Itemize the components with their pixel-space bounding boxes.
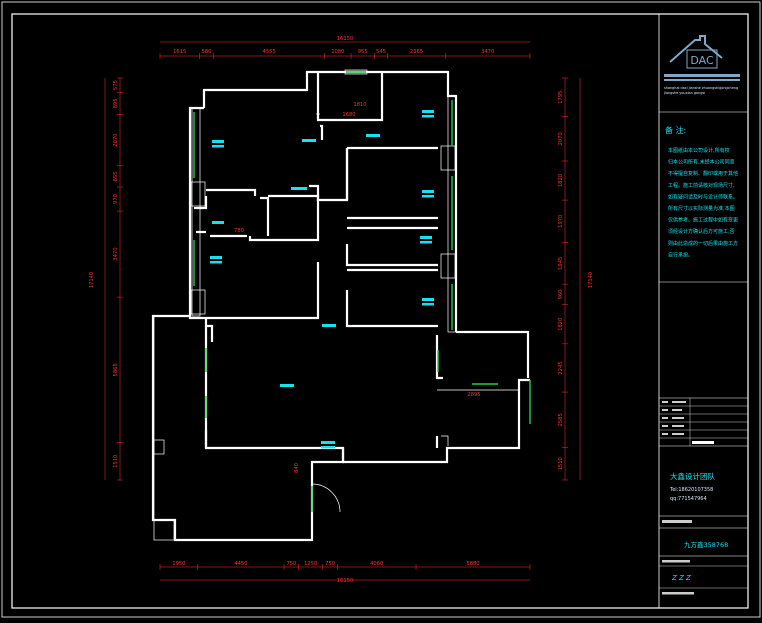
room-label-bedroom-2: [422, 190, 434, 193]
dim-top-seg-3: 1080: [331, 49, 344, 55]
dim-bottom-seg-1: 4450: [234, 561, 247, 567]
dim-right-seg-8: 2585: [558, 413, 564, 426]
dim-left-seg-7: 1510: [113, 455, 119, 468]
room-label-bath: [291, 187, 307, 190]
company-line-1: shanghai dacl jianshe zhuangshigongcheng: [664, 86, 738, 90]
windows: [193, 71, 531, 512]
dim-bottom-seg-0: 1950: [172, 561, 185, 567]
dim-right-seg-2: 1820: [558, 174, 564, 187]
note-line: 自行承担。: [668, 251, 693, 258]
dim-left-seg-4: 970: [113, 194, 119, 204]
notes-title: 备 注:: [665, 125, 686, 135]
dim-bottom-seg-5: 4060: [370, 561, 383, 567]
dim-bottom-seg-3: 1250: [304, 561, 317, 567]
room-label-bedroom-1: [422, 110, 434, 113]
dim-right-seg-6: 1820: [558, 318, 564, 331]
revision-table: [659, 398, 748, 447]
dim-left-seg-6: 5865: [113, 363, 119, 376]
dimension-chain-bottom: 16150 1950 4450 750 1250 750 4060 5880: [159, 561, 531, 584]
inner-dimensions: 1810 1680 780 2895 840: [234, 102, 481, 473]
note-line: 则由此造成的一切后果由施工方: [668, 240, 738, 247]
dim-left-seg-5: 3470: [113, 247, 119, 260]
team-name: 大鑫设计团队: [670, 471, 715, 481]
floor-plan-details: [153, 69, 519, 541]
inner-dim-5: 840: [294, 463, 300, 473]
dim-left-seg-2: 2070: [113, 134, 119, 147]
note-line: 所有尺寸以实际测量为准,本图: [668, 205, 735, 212]
dim-right-seg-3: 1970: [558, 215, 564, 228]
dimension-chain-left: 17140 575 895 2070 855 970 3470 5865 1510: [89, 77, 123, 481]
inner-border: [11, 13, 749, 609]
dim-right-seg-9: 1510: [558, 457, 564, 470]
qq-label: 九方鑫358768: [684, 540, 728, 549]
note-line: 须经设计方确认后方可施工,否: [668, 228, 735, 235]
dim-right-seg-5: 960: [558, 290, 564, 300]
logo-text: DAC: [690, 54, 714, 67]
note-line: 工程。施工前请核对现场尺寸,: [668, 182, 735, 189]
company-line-2: jiangshe youxian gongsi: [663, 91, 705, 95]
room-label-dining: [322, 324, 336, 327]
inner-dim-4: 2895: [467, 392, 480, 398]
dim-top-seg-1: 580: [202, 49, 212, 55]
dim-bottom-seg-6: 5880: [466, 561, 479, 567]
title-block: DAC shanghai dacl jianshe zhuangshigongc…: [658, 14, 748, 608]
room-label-hall: [366, 134, 380, 137]
dim-right-seg-1: 2070: [558, 132, 564, 145]
room-label-bedroom-4: [422, 298, 434, 301]
dim-top-total: 16150: [337, 36, 354, 42]
room-labels: [210, 110, 434, 449]
signature: Z Z Z: [671, 574, 691, 582]
dim-top-seg-4: 955: [358, 49, 368, 55]
company-logo: DAC: [664, 35, 740, 81]
room-label-corridor: [302, 139, 316, 142]
note-line: 仅供参考。施工过程中如有变更: [668, 217, 738, 224]
dim-right-seg-0: 1795: [558, 91, 564, 104]
team-qq: qq:771547964: [670, 496, 707, 502]
dim-left-seg-3: 855: [113, 171, 119, 181]
note-line: 本图纸由本公司设计,所有权: [668, 147, 730, 154]
room-label-bedroom-3: [210, 256, 222, 259]
dim-top-seg-0: 1615: [173, 49, 186, 55]
room-label-bath-2: [420, 236, 432, 239]
room-label-lounge: [280, 384, 294, 387]
dim-top-seg-6: 2365: [410, 49, 423, 55]
dim-top-seg-7: 3470: [481, 49, 494, 55]
team-tel: Tel:18620107358: [669, 487, 713, 493]
note-line: 不得擅自复制、翻印或用于其他: [668, 170, 738, 177]
dim-right-seg-4: 1945: [558, 257, 564, 270]
dimension-chain-top: 16150 1615 580 4555 1080 955 545 2365 3470: [159, 36, 531, 59]
dim-top-seg-5: 545: [376, 49, 386, 55]
dim-bottom-total: 16150: [337, 578, 354, 584]
dim-left-seg-0: 575: [113, 80, 119, 90]
room-label-study: [212, 221, 224, 224]
floor-plan-walls: [151, 70, 530, 542]
dim-right-seg-7: 2245: [558, 361, 564, 374]
room-label-entry: [321, 441, 335, 444]
inner-dim-3: 780: [234, 228, 244, 234]
note-line: 如有疑问请及时与设计师联系。: [668, 193, 738, 200]
dimension-chain-right: 17140 1795 2070 1820 1970 1945 960 1820 2245 258…: [558, 77, 594, 481]
dim-left-seg-1: 895: [113, 98, 119, 108]
dim-right-total: 17140: [588, 272, 594, 289]
inner-dim-2: 1680: [342, 112, 355, 118]
dim-bottom-seg-4: 750: [325, 561, 335, 567]
dim-top-seg-2: 4555: [263, 49, 276, 55]
dim-bottom-seg-2: 750: [286, 561, 296, 567]
room-label-living: [212, 140, 224, 143]
notes-block: 本图纸由本公司设计,所有权归本公司所有,未经本公司同意不得擅自复制、翻印或用于其…: [668, 147, 738, 258]
note-line: 归本公司所有,未经本公司同意: [668, 159, 735, 166]
dim-left-total: 17140: [89, 272, 95, 289]
inner-dim-1: 1810: [353, 102, 366, 108]
